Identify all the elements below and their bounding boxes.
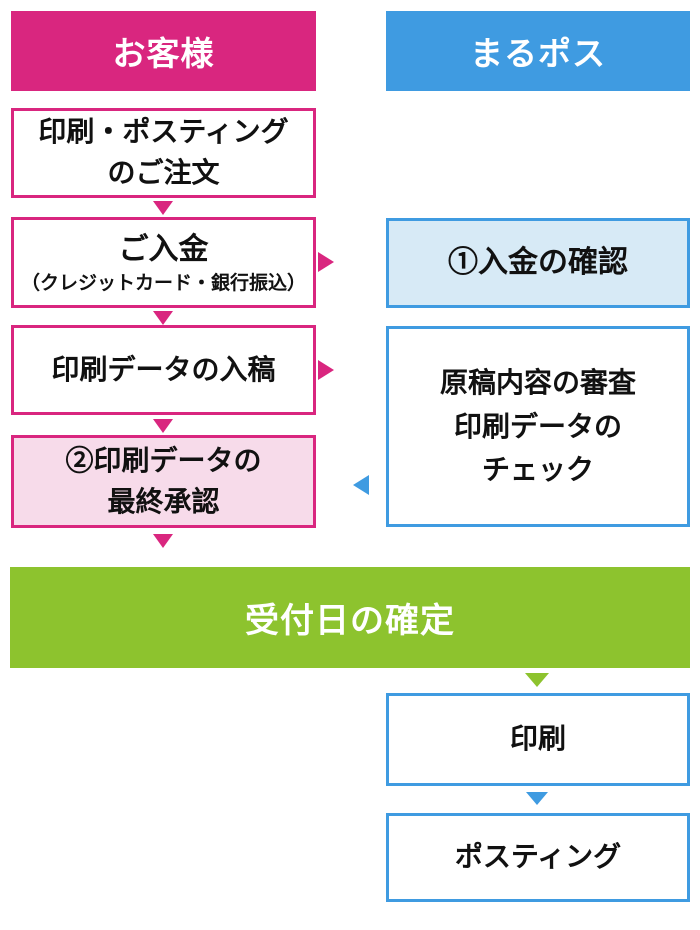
service-column-label: まるポス [470, 35, 606, 72]
step-posting-label: ポスティング [454, 841, 622, 873]
arrow-down-icon [153, 311, 173, 325]
step-payment-check-box: ①入金の確認 [386, 218, 690, 308]
step-review-line3: チェック [481, 454, 594, 486]
arrow-left-icon [353, 475, 369, 495]
step-final-approval-line1: ②印刷データの [65, 444, 262, 476]
step-payment-check-label: ①入金の確認 [448, 246, 628, 280]
milestone-label: 受付日の確定 [245, 602, 455, 640]
step-payment-subtitle: （クレジットカード・銀行振込） [20, 273, 306, 295]
customer-column-label: お客様 [112, 35, 215, 72]
step-print-box: 印刷 [386, 693, 690, 786]
step-print-label: 印刷 [509, 723, 566, 755]
arrow-right-icon [318, 360, 334, 380]
service-column-header: まるポス [386, 11, 690, 91]
arrow-down-icon [153, 201, 173, 215]
step-data-submission-box: 印刷データの入稿 [11, 325, 316, 415]
step-payment-box: ご入金 （クレジットカード・銀行振込） [11, 217, 316, 308]
milestone-banner: 受付日の確定 [10, 567, 690, 668]
step-final-approval-box: ②印刷データの 最終承認 [11, 435, 316, 528]
customer-column-header: お客様 [11, 11, 316, 91]
step-review-line2: 印刷データの [453, 410, 622, 442]
step-review-line1: 原稿内容の審査 [439, 367, 636, 399]
step-review-box: 原稿内容の審査 印刷データの チェック [386, 326, 690, 527]
arrow-right-icon [318, 252, 334, 272]
arrow-down-icon [153, 534, 173, 548]
step-posting-box: ポスティング [386, 813, 690, 902]
step-order-line2: のご注文 [107, 157, 220, 188]
step-payment-title: ご入金 [118, 232, 209, 266]
arrow-down-icon [153, 419, 173, 433]
step-order-line1: 印刷・ポスティング [38, 116, 289, 148]
step-order-box: 印刷・ポスティング のご注文 [11, 108, 316, 198]
arrow-down-icon [526, 792, 548, 805]
arrow-down-icon [525, 673, 549, 687]
step-data-submission-label: 印刷データの入稿 [51, 353, 276, 385]
step-final-approval-line2: 最終承認 [107, 485, 220, 517]
